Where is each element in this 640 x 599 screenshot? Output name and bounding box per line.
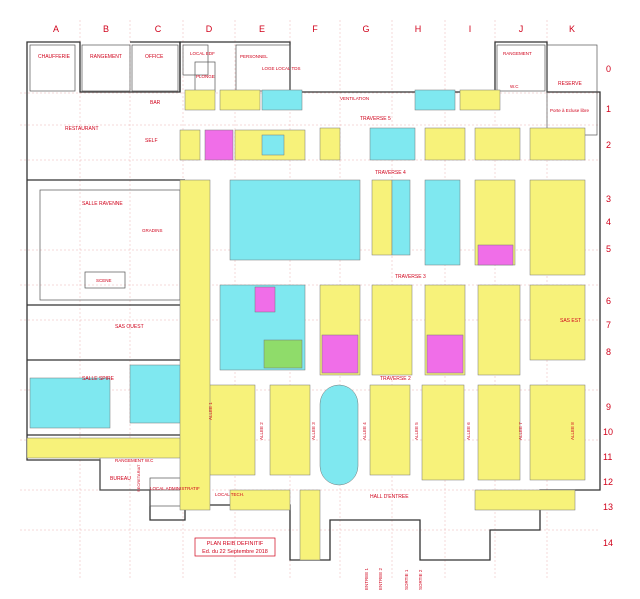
row-label: 13 bbox=[603, 502, 613, 512]
row-label: 3 bbox=[606, 194, 611, 204]
row-label: 0 bbox=[606, 64, 611, 74]
row-label: 8 bbox=[606, 347, 611, 357]
room-label: SELF bbox=[145, 138, 158, 144]
aisle-labels: TRAVERSE 5 TRAVERSE 4 TRAVERSE 3 TRAVERS… bbox=[208, 116, 575, 440]
room-label: LOCAL EDF bbox=[190, 51, 215, 56]
row-label: 11 bbox=[603, 452, 612, 462]
entrance-label: SORTIE 2 bbox=[418, 569, 423, 590]
entrance-labels: ENTREE 1 ENTREE 2 SORTIE 1 SORTIE 2 bbox=[364, 567, 423, 590]
room-label: SCENE bbox=[96, 278, 112, 283]
room-label: SAS EST bbox=[560, 318, 581, 324]
aisle-label: TRAVERSE 2 bbox=[380, 376, 411, 382]
row-label: 9 bbox=[606, 402, 611, 412]
column-labels: A B C D E F G H I J K bbox=[53, 24, 575, 34]
row-label: 4 bbox=[606, 217, 611, 227]
row-label: 14 bbox=[603, 538, 613, 548]
entrance-label: SORTIE 1 bbox=[404, 569, 409, 590]
plan-date: Ed. du 22 Septembre 2018 bbox=[202, 549, 268, 555]
aisle-label: ALLEE 3 bbox=[311, 422, 316, 440]
col-label: B bbox=[103, 24, 109, 34]
plan-title: PLAN REIB DEFINITIF bbox=[207, 541, 264, 547]
room-label: GRADINS bbox=[142, 228, 163, 233]
room-label: RESTAURANT bbox=[65, 126, 99, 132]
room-label: HALL D'ENTREE bbox=[370, 494, 409, 500]
building-walls bbox=[26, 41, 601, 561]
room-label: PLONGE bbox=[196, 74, 215, 79]
aisle-label: TRAVERSE 4 bbox=[375, 170, 406, 176]
col-label: I bbox=[469, 24, 472, 34]
room-label: LOGE LOCAL TDS bbox=[262, 66, 301, 71]
title-block: PLAN REIB DEFINITIF Ed. du 22 Septembre … bbox=[194, 537, 276, 557]
row-label: 1 bbox=[606, 104, 611, 114]
room-label: CHAUFFERIE bbox=[38, 54, 71, 60]
aisle-label: ALLEE 6 bbox=[466, 422, 471, 440]
col-label: C bbox=[155, 24, 162, 34]
room-label: SALLE RAVENNE bbox=[82, 201, 123, 207]
room-label: Porte à Ecluse libre bbox=[550, 108, 590, 113]
aisle-label: ALLEE 5 bbox=[414, 422, 419, 440]
entrance-label: ENTREE 2 bbox=[378, 567, 383, 590]
aisle-label: TRAVERSE 5 bbox=[360, 116, 391, 122]
room-label: SAS OUEST bbox=[115, 324, 144, 330]
room-label: W.C bbox=[510, 84, 519, 89]
room-label: RANGEMENT bbox=[90, 54, 122, 60]
col-label: E bbox=[259, 24, 265, 34]
col-label: J bbox=[519, 24, 524, 34]
room-label: RANGEMENT bbox=[503, 51, 532, 56]
entrance-label: ENTREE 1 bbox=[364, 567, 369, 590]
room-label: RESERVE bbox=[558, 81, 582, 87]
row-label: 7 bbox=[606, 320, 611, 330]
row-label: 12 bbox=[603, 477, 613, 487]
stand-zones bbox=[26, 89, 586, 561]
aisle-label: TRAVERSE 3 bbox=[395, 274, 426, 280]
room-label: BUREAU bbox=[110, 476, 131, 482]
col-label: F bbox=[312, 24, 318, 34]
room-label: VENTILATION bbox=[340, 96, 369, 101]
col-label: G bbox=[362, 24, 369, 34]
aisle-label: ALLEE 2 bbox=[259, 422, 264, 440]
row-label: 6 bbox=[606, 296, 611, 306]
room-label: SECRETARIAT bbox=[136, 464, 141, 492]
col-label: D bbox=[206, 24, 213, 34]
room-label: BAR bbox=[150, 100, 161, 106]
room-label: PERSONNEL bbox=[240, 54, 268, 59]
col-label: A bbox=[53, 24, 59, 34]
room-label: SALLE SPIRE bbox=[82, 376, 115, 382]
aisle-label: ALLEE 1 bbox=[208, 402, 213, 420]
col-label: K bbox=[569, 24, 575, 34]
room-label: LOCAL ADMINISTRATIF bbox=[150, 486, 200, 491]
aisle-label: ALLEE 8 bbox=[570, 422, 575, 440]
aisle-label: ALLEE 4 bbox=[362, 422, 367, 440]
room-label: RANGEMENT W.C bbox=[115, 458, 154, 463]
aisle-label: ALLEE 7 bbox=[518, 422, 523, 440]
room-label: LOCAL TECH. bbox=[215, 492, 244, 497]
col-label: H bbox=[415, 24, 422, 34]
row-labels: 0 1 2 3 4 5 6 7 8 9 10 11 12 13 14 bbox=[603, 64, 613, 548]
row-label: 5 bbox=[606, 244, 611, 254]
room-label: OFFICE bbox=[145, 54, 164, 60]
room-labels: CHAUFFERIE RANGEMENT OFFICE LOCAL EDF PL… bbox=[38, 51, 590, 500]
row-label: 2 bbox=[606, 140, 611, 150]
row-label: 10 bbox=[603, 427, 613, 437]
